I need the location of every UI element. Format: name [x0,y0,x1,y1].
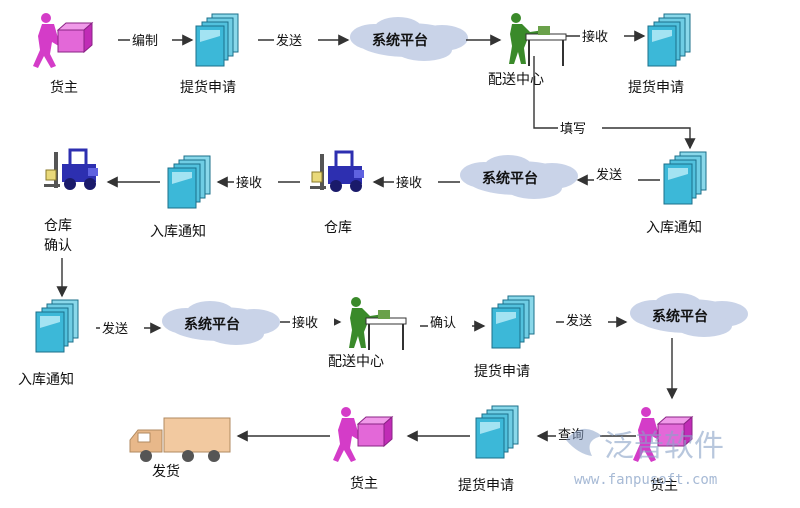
owner-icon [332,406,393,463]
confirm-label: 确认 [44,238,72,254]
edge-label-bg [564,310,608,328]
document-stack-icon [663,151,707,205]
edge-label-confirm: 确认 [430,316,456,331]
warehouse-label: 仓库 [44,218,72,234]
edge-label-receive: 接收 [582,29,608,45]
edge-label-bg [234,172,278,190]
document-stack-icon [195,13,239,67]
document-stack-icon [35,299,79,353]
edge-label-bg [130,30,172,48]
owner-label-3: 货主 [650,477,678,494]
doc-label-pickup-request: 提货申请 [180,79,236,96]
owner-label: 货主 [50,79,78,96]
platform-label: 系统平台 [372,32,428,49]
edge-label-receive: 接收 [236,175,262,191]
doc-label-pickup-request-2: 提货申请 [628,79,684,96]
edge-label-bg [100,318,144,336]
watermark-url: www.fanpusoft.com [574,472,717,488]
edge-label-send: 发送 [102,321,128,337]
edge-label-send: 发送 [596,167,622,183]
edge-label-bg [274,30,318,48]
center-label-2: 配送中心 [328,354,384,370]
doc-label-inbound-notice-3: 入库通知 [18,371,74,388]
doc-label-inbound-notice: 入库通知 [150,223,206,240]
edge-label-fill: 填写 [560,122,586,137]
doc-label-pickup-request-4: 提货申请 [458,477,514,494]
document-stack-icon [475,405,519,459]
owner-icon [32,12,93,69]
edge-label-receive: 接收 [396,175,422,191]
warehouse-label-2: 仓库 [324,220,352,236]
edge-label-make: 编制 [132,34,158,49]
worker-icon [348,296,407,351]
edge-label-bg [428,312,472,330]
watermark-logo [566,428,602,456]
document-stack-icon [491,295,535,349]
document-stack-icon [647,13,691,67]
edge-label-send: 发送 [566,313,592,329]
edge-label-bg [594,164,638,182]
truck-icon [129,417,231,463]
forklift-icon [42,148,100,192]
worker-icon [508,12,567,67]
edge-label-bg [558,118,602,136]
forklift-icon [308,150,366,194]
doc-label-inbound-notice-2: 入库通知 [646,219,702,236]
owner-label-2: 货主 [350,475,378,492]
edge-label-bg [580,26,624,44]
edge-label-bg [394,172,438,190]
ship-label: 发货 [152,463,180,480]
document-stack-icon [167,155,211,209]
edge-label-receive: 接收 [292,315,318,331]
watermark-brand: 泛普软件 [604,429,724,464]
edge-label-bg [290,312,334,330]
doc-label-pickup-request-3: 提货申请 [474,363,530,380]
edge-arrow [533,56,696,150]
edge-label-send: 发送 [276,33,302,49]
platform-label: 系统平台 [482,170,538,187]
platform-label: 系统平台 [184,316,240,333]
platform-label: 系统平台 [652,308,708,325]
center-label: 配送中心 [488,72,544,88]
